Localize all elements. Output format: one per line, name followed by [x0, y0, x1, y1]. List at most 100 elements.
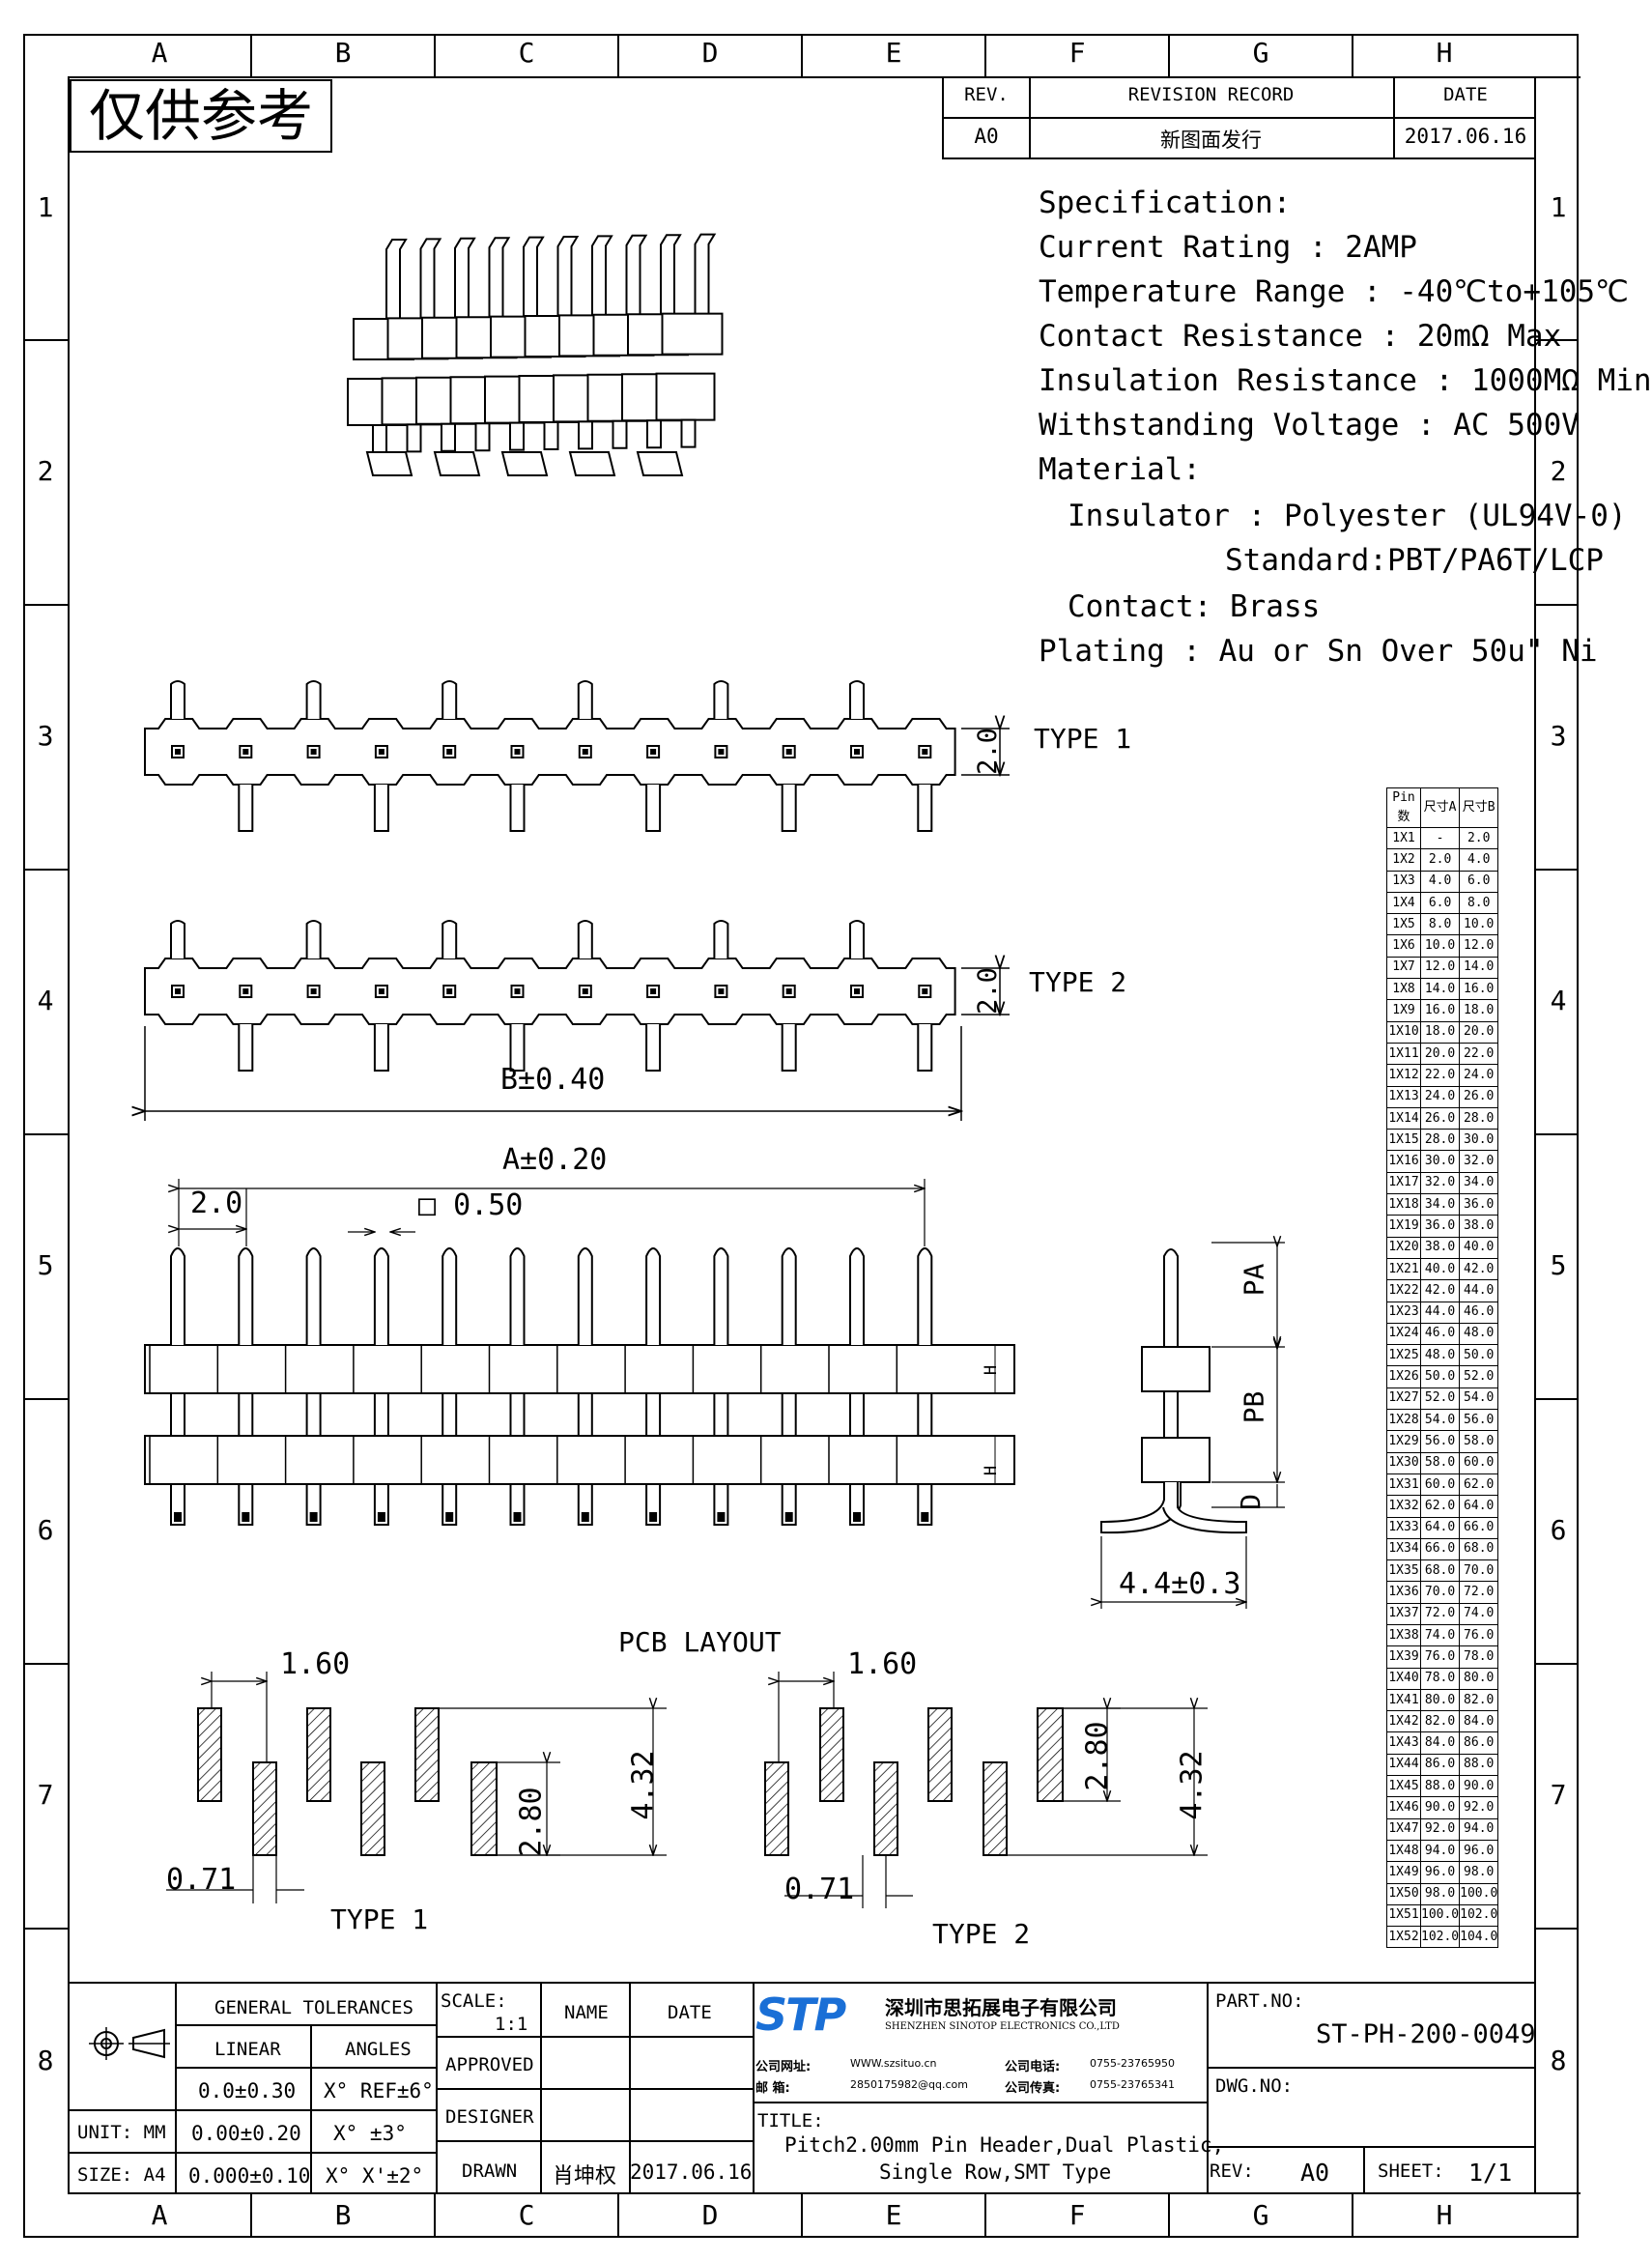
projection-icon — [89, 2027, 170, 2060]
pin-table-cell: 56.0 — [1459, 1409, 1499, 1432]
pin-table-cell: 62.0 — [1419, 1495, 1461, 1518]
pin-table-cell: 18.0 — [1459, 999, 1499, 1022]
isometric-view — [347, 233, 724, 476]
pin-table-cell: 84.0 — [1419, 1731, 1461, 1755]
title-block-lines — [23, 34, 1579, 2238]
pin-table-cell: 6.0 — [1419, 891, 1461, 915]
pin-table-cell: 50.0 — [1419, 1365, 1461, 1388]
pin-table-cell: 26.0 — [1459, 1085, 1499, 1108]
pin-table-cell: 38.0 — [1459, 1215, 1499, 1238]
pin-table-cell: 1X23 — [1386, 1301, 1421, 1324]
pin-table-cell: 72.0 — [1419, 1602, 1461, 1625]
pcb-type1-label: TYPE 1 — [330, 1903, 429, 1935]
pin-table-cell: 56.0 — [1419, 1430, 1461, 1453]
pin-table-cell: 40.0 — [1419, 1257, 1461, 1281]
pin-table-cell: 54.0 — [1459, 1387, 1499, 1411]
pcb1-dim-160: 1.60 — [280, 1647, 351, 1681]
pin-table-cell: 1X15 — [1386, 1129, 1421, 1152]
mail-value: 2850175982@qq.com — [850, 2078, 968, 2091]
row-label-3: 3 — [37, 720, 54, 752]
column-label-E: E — [885, 37, 902, 69]
pin-table-cell: 30.0 — [1459, 1129, 1499, 1152]
pin-table-cell: 72.0 — [1459, 1581, 1499, 1604]
pin-table-cell: 16.0 — [1419, 999, 1461, 1022]
spec-insulation-resistance: Insulation Resistance : 1000MΩ Min — [1039, 363, 1652, 398]
pin-table-cell: 94.0 — [1459, 1817, 1499, 1841]
designer-label: DESIGNER — [445, 2106, 534, 2128]
pin-table-cell: 18.0 — [1419, 1020, 1461, 1044]
web-label: 公司网址: — [755, 2060, 812, 2074]
pin-table-cell: 1X41 — [1386, 1688, 1421, 1712]
pcb1-dim-280: 2.80 — [514, 1787, 549, 1857]
dim-pa: PA — [1238, 1263, 1270, 1297]
spec-current: Current Rating : 2AMP — [1039, 230, 1417, 265]
column-label-bottom-H: H — [1436, 2199, 1453, 2231]
pin-table-cell: 70.0 — [1459, 1559, 1499, 1583]
pin-table-cell: 1X52 — [1386, 1926, 1421, 1949]
pin-table-cell: 1X33 — [1386, 1516, 1421, 1539]
pin-table-cell: 34.0 — [1419, 1193, 1461, 1216]
pin-table-cell: 2.0 — [1419, 848, 1461, 872]
pin-table-cell: 86.0 — [1459, 1731, 1499, 1755]
column-label-bottom-C: C — [518, 2199, 535, 2231]
pin-table-cell: 1X11 — [1386, 1042, 1421, 1066]
column-label-bottom-D: D — [701, 2199, 719, 2231]
size-label: SIZE: A4 — [77, 2164, 166, 2186]
pin-table-header: Pin数 — [1386, 787, 1421, 828]
pin-table-cell: 60.0 — [1419, 1473, 1461, 1497]
pin-table-cell: 4.0 — [1419, 870, 1461, 893]
pin-table-cell: 24.0 — [1419, 1085, 1461, 1108]
column-label-B: B — [334, 37, 352, 69]
pcb2-dim-432: 4.32 — [1175, 1750, 1210, 1820]
rev-value: A0 — [1300, 2159, 1330, 2187]
pin-table-cell: 50.0 — [1459, 1344, 1499, 1367]
pin-table-cell: 98.0 — [1419, 1882, 1461, 1905]
pin-table-header: 尺寸A — [1419, 787, 1461, 828]
pin-table-cell: 1X49 — [1386, 1861, 1421, 1884]
column-label-H: H — [1436, 37, 1453, 69]
pin-table-cell: 74.0 — [1419, 1623, 1461, 1647]
pin-table-cell: 1X8 — [1386, 978, 1421, 1001]
pin-table-cell: 102.0 — [1459, 1903, 1499, 1928]
date-value: 2017.06.16 — [1404, 125, 1527, 148]
scale-label: SCALE: — [441, 1990, 507, 2012]
pcb1-dim-432: 4.32 — [626, 1750, 661, 1820]
type2-label: TYPE 2 — [1029, 966, 1127, 998]
pin-table-cell: 82.0 — [1419, 1710, 1461, 1733]
sheet-value: 1/1 — [1468, 2159, 1513, 2187]
pin-table-cell: 1X12 — [1386, 1064, 1421, 1087]
pin-table-cell: 40.0 — [1459, 1236, 1499, 1259]
pin-table-cell: 92.0 — [1419, 1817, 1461, 1841]
front-view — [144, 1179, 1015, 1526]
linear-tol-1: 0.0±0.30 — [198, 2079, 297, 2103]
pin-table-cell: 64.0 — [1419, 1516, 1461, 1539]
pin-table-cell: 1X19 — [1386, 1215, 1421, 1238]
general-tolerances: GENERAL TOLERANCES — [214, 1997, 413, 2018]
pcb-layout-title: PCB LAYOUT — [618, 1626, 782, 1658]
row-label-8: 8 — [37, 2044, 54, 2076]
pin-table-cell: - — [1419, 826, 1461, 850]
pcb1-dim-071: 0.71 — [166, 1863, 237, 1897]
pin-table-cell: 1X4 — [1386, 891, 1421, 915]
pin-table-cell: 46.0 — [1459, 1301, 1499, 1324]
